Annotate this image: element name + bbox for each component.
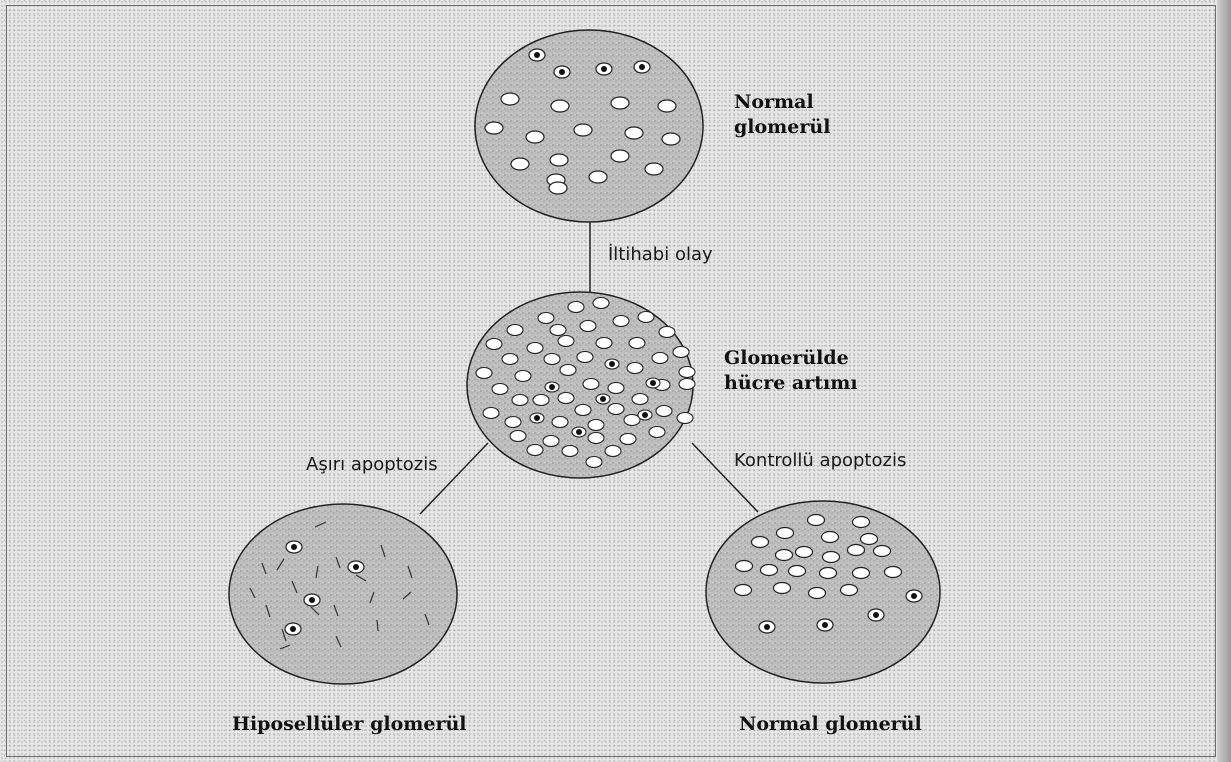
hypercellular-glomerulus [467,292,695,478]
normal-glomerulus-top-label: Normal glomerül [734,90,830,140]
edge-label-controlled-apoptosis: Kontrollü apoptozis [734,450,906,471]
hypocellular-glomerulus [229,504,457,684]
label-line-2: hücre artımı [724,371,858,396]
normal-glomerulus-bottom [706,501,940,683]
hypocellular-glomerulus-label: Hiposellüler glomerül [232,712,467,737]
edge-label-excessive-apoptosis: Aşırı apoptozis [306,454,438,475]
normal-glomerulus-top [475,30,703,222]
hypercellular-glomerulus-label: Glomerülde hücre artımı [724,346,858,396]
normal-glomerulus-bottom-label: Normal glomerül [739,712,922,737]
label-line-1: Glomerülde [724,346,858,371]
edge-label-inflammation: İltihabi olay [608,244,713,265]
label-line-1: Normal [734,90,830,115]
label-line-2: glomerül [734,115,830,140]
